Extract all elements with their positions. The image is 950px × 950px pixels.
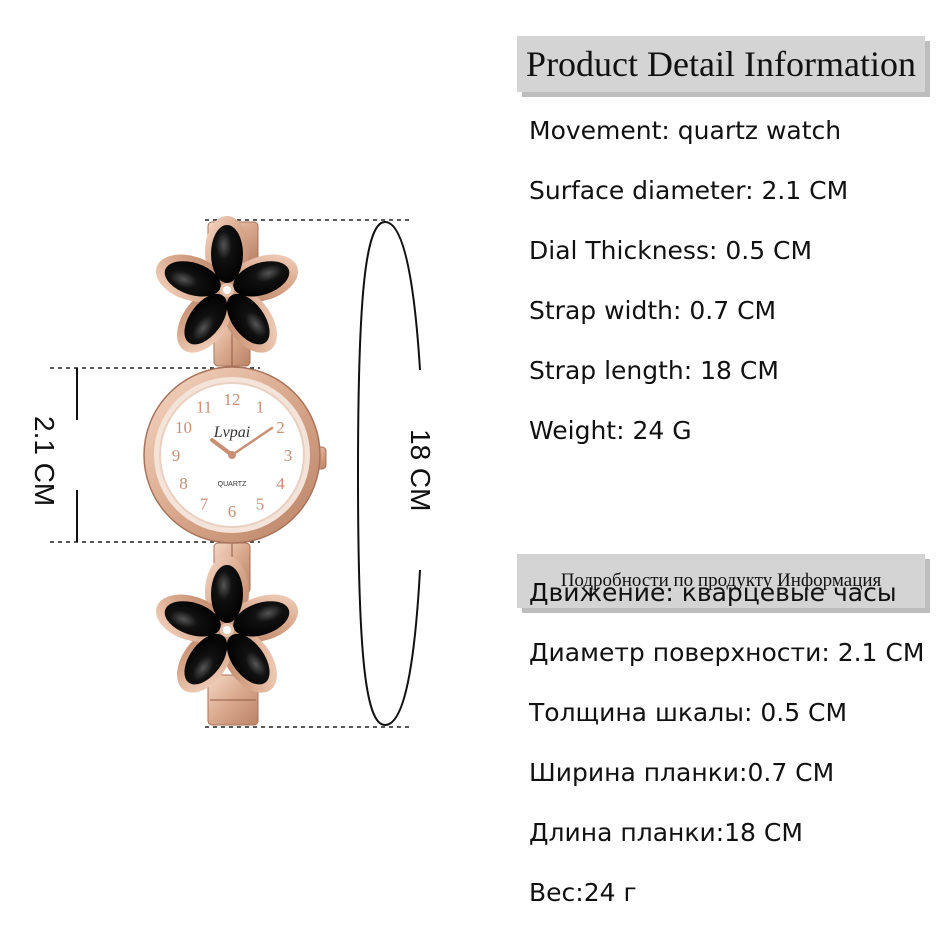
flower-charm-top xyxy=(155,216,299,353)
spec-surface-diameter-ru: Диаметр поверхности: 2.1 CM xyxy=(529,638,925,667)
dial-numeral: 6 xyxy=(228,502,237,521)
dial-numeral: 8 xyxy=(179,474,188,493)
dial-numeral: 2 xyxy=(276,418,285,437)
dial-numeral: 4 xyxy=(276,474,285,493)
dimension-guides xyxy=(50,219,410,728)
strap-length-arc xyxy=(356,220,421,727)
spec-weight-ru: Вес:24 г xyxy=(529,878,637,907)
strap-length-dimension-label: 18 CM xyxy=(405,429,436,512)
dial-numeral: 10 xyxy=(175,418,192,437)
spec-dial-thickness-ru: Толщина шкалы: 0.5 CM xyxy=(529,698,848,727)
spec-weight: Weight: 24 G xyxy=(529,416,692,445)
dial-numeral: 12 xyxy=(224,390,241,409)
spec-strap-length-ru: Длина планки:18 CM xyxy=(529,818,803,847)
diameter-dimension-label: 2.1 CM xyxy=(29,416,60,507)
dial-numeral: 5 xyxy=(256,495,265,514)
flower-charm-bottom xyxy=(155,556,299,693)
dial-brand: Lvpai xyxy=(213,424,250,441)
russian-spec-list: Движение: кварцевые часы Диаметр поверхн… xyxy=(529,578,924,938)
english-section-header: Product Detail Information xyxy=(517,36,930,97)
dial-numeral: 11 xyxy=(196,398,212,417)
spec-movement-ru: Движение: кварцевые часы xyxy=(529,578,897,607)
dial-quartz-label: QUARTZ xyxy=(218,481,247,488)
spec-strap-width: Strap width: 0.7 CM xyxy=(529,296,777,325)
watch-hands xyxy=(210,426,274,459)
dial-numeral: 3 xyxy=(284,446,293,465)
dial-numeral: 1 xyxy=(256,398,265,417)
spec-dial-thickness: Dial Thickness: 0.5 CM xyxy=(529,236,813,265)
english-spec-list: Movement: quartz watch Surface diameter:… xyxy=(529,116,848,476)
dial-numeral: 9 xyxy=(172,446,181,465)
spec-strap-length: Strap length: 18 CM xyxy=(529,356,779,385)
dial-numeral: 7 xyxy=(200,495,209,514)
russian-section-header: Подробности по продукту Информация xyxy=(517,554,930,613)
spec-strap-width-ru: Ширина планки:0.7 CM xyxy=(529,758,835,787)
spec-movement: Movement: quartz watch xyxy=(529,116,842,145)
spec-surface-diameter: Surface diameter: 2.1 CM xyxy=(529,176,849,205)
